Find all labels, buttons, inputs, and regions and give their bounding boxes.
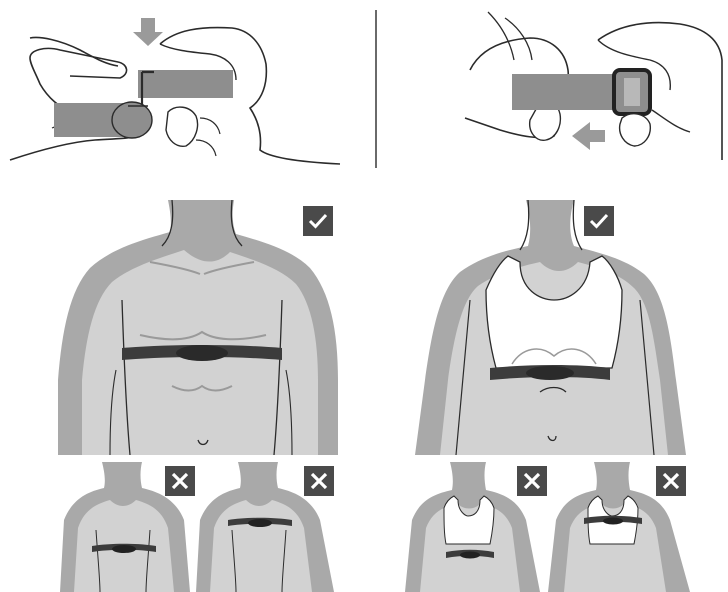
cross-icon bbox=[517, 466, 547, 496]
cross-icon bbox=[304, 466, 334, 496]
incorrect-badge-4 bbox=[656, 466, 686, 496]
correct-badge-female bbox=[584, 206, 614, 236]
check-icon bbox=[584, 206, 614, 236]
incorrect-badge-1 bbox=[165, 466, 195, 496]
incorrect-badge-3 bbox=[517, 466, 547, 496]
correct-badge-male bbox=[303, 206, 333, 236]
check-icon bbox=[303, 206, 333, 236]
incorrect-badge-2 bbox=[304, 466, 334, 496]
cross-icon bbox=[656, 466, 686, 496]
cross-icon bbox=[165, 466, 195, 496]
